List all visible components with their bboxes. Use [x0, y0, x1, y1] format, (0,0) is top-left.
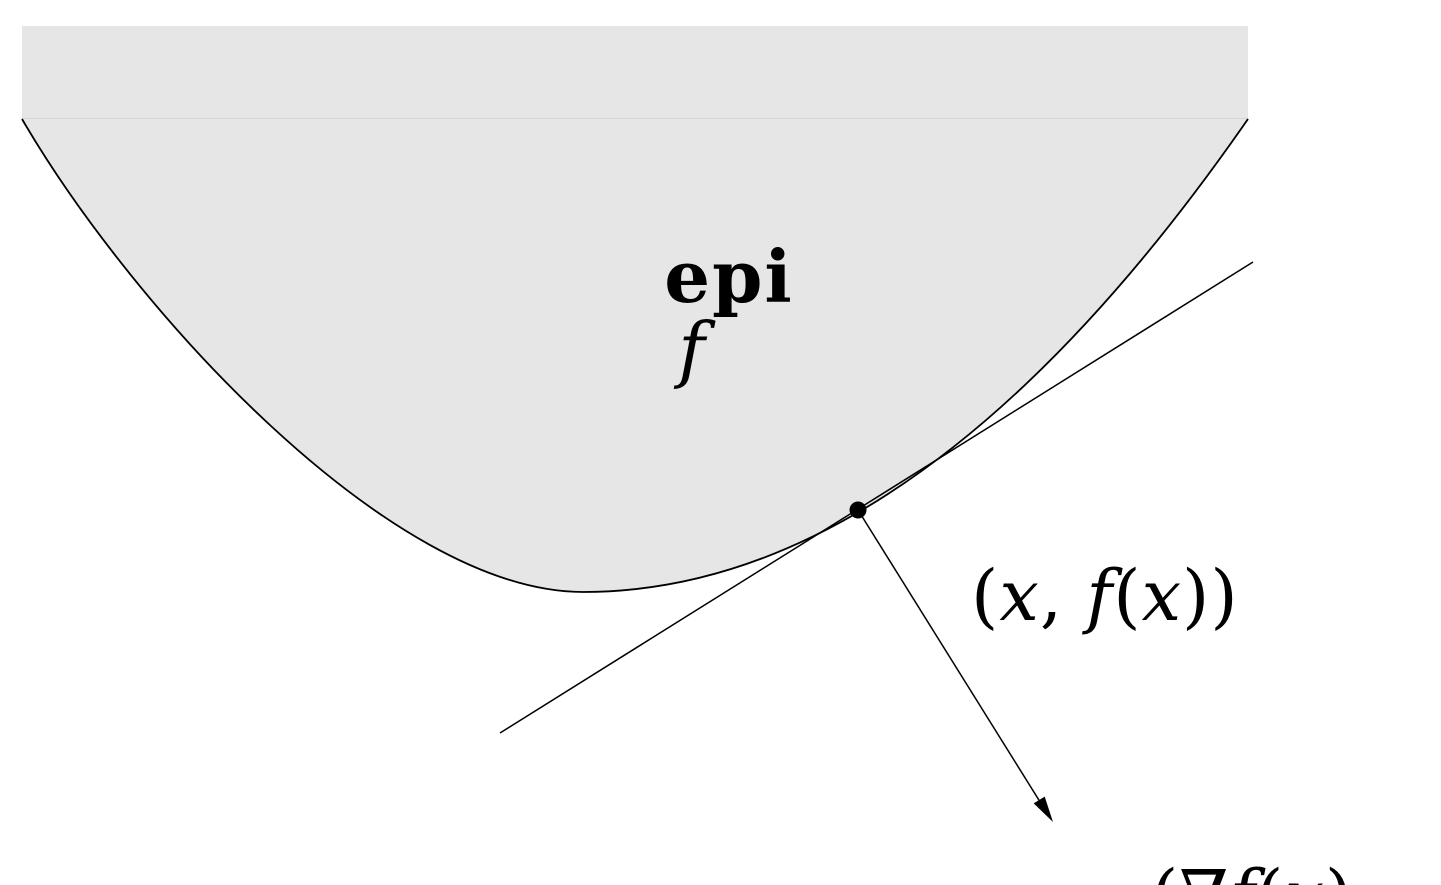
epi-function-symbol: f: [678, 307, 707, 391]
gradient-label-part: −1): [1400, 855, 1441, 885]
epigraph-region: [22, 26, 1248, 592]
point-label-part: (: [1113, 555, 1142, 637]
gradient-label-part: ),: [1325, 855, 1400, 885]
tangent-point-label: (x, f(x)): [878, 491, 1239, 701]
normal-vector-label: (∇f(x), −1): [1058, 791, 1441, 885]
tangent-point-dot: [849, 501, 867, 519]
epigraph-label: epi f: [556, 169, 794, 457]
point-label-part: (: [971, 555, 1000, 637]
point-label-part: ,: [1039, 555, 1087, 637]
gradient-label-part: (: [1256, 855, 1284, 885]
normal-vector-arrowhead-icon: [1033, 796, 1053, 822]
point-label-part: )): [1182, 555, 1239, 637]
function-curve: [21, 118, 1249, 593]
point-label-part: f: [1086, 555, 1114, 637]
epi-operator-text: epi: [664, 234, 794, 319]
tangent-line: [499, 261, 1254, 734]
gradient-label-part: x: [1284, 855, 1324, 885]
normal-vector-line: [857, 509, 1048, 814]
gradient-label-part: (∇: [1151, 855, 1229, 885]
gradient-label-part: f: [1229, 855, 1256, 885]
point-label-part: x: [999, 555, 1040, 637]
point-label-part: x: [1141, 555, 1183, 637]
